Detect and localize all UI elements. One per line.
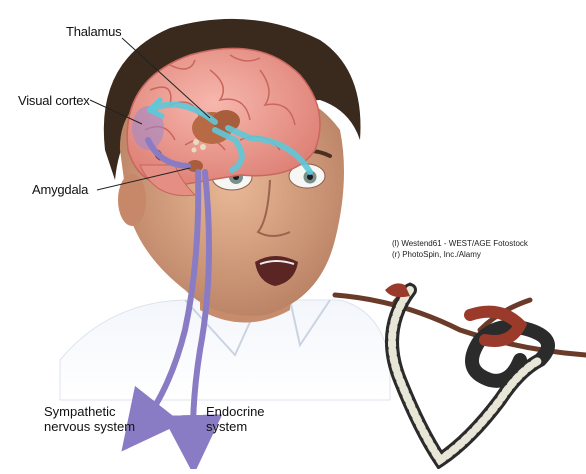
endocrine-label-line2: system — [206, 419, 247, 434]
photo-credit-left: (l) Westend61 - WEST/AGE Fotostock — [392, 239, 528, 249]
thalamus-label: Thalamus — [66, 24, 121, 39]
visual-cortex-label: Visual cortex — [18, 93, 90, 108]
sympathetic-label-line1: Sympathetic — [44, 404, 116, 419]
photo-credit-right: (r) PhotoSpin, Inc./Alamy — [392, 250, 481, 260]
amygdala-label: Amygdala — [32, 182, 88, 197]
endocrine-label-line1: Endocrine — [206, 404, 265, 419]
sympathetic-label-line2: nervous system — [44, 419, 135, 434]
